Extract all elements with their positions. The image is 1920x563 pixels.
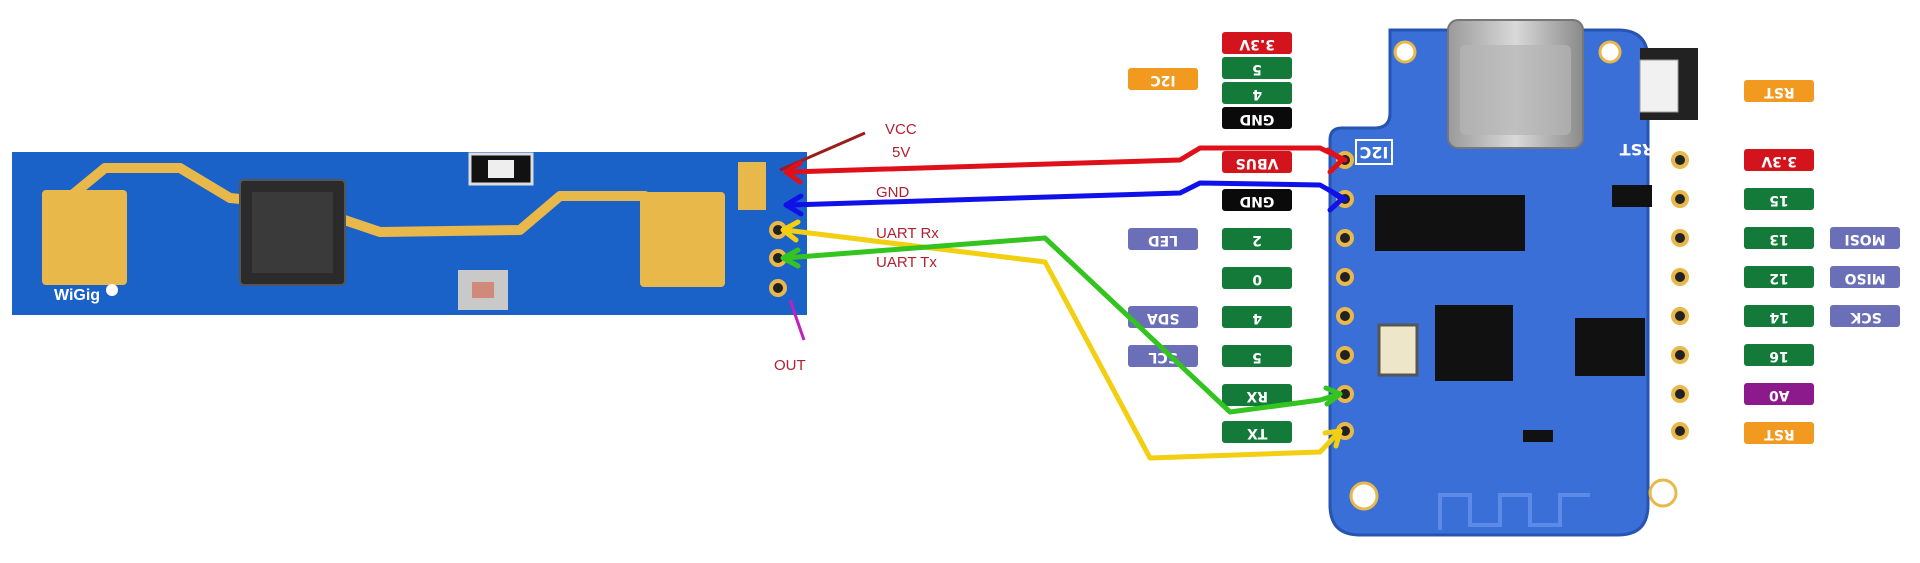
wire-rx-arrow-left: [780, 219, 801, 243]
i2c-group-label: I2C: [1150, 72, 1175, 88]
left-pin-5: 5: [1252, 349, 1262, 365]
mount-hole-right: [1648, 478, 1678, 508]
wire-tx-rx: [782, 235, 1343, 415]
right-top-rst: RST: [1764, 84, 1795, 100]
radar-pin-labels: VCC 5V GND UART Rx UART Tx OUT: [774, 121, 939, 374]
right-pin-14: 14: [1769, 309, 1789, 325]
out-label: OUT: [774, 357, 806, 374]
left-header-labels: VBUS GND 2 0 4 5 RX TX LED SDA SCL: [1128, 151, 1292, 443]
func-sck: SCK: [1849, 309, 1881, 325]
pcb-antenna: [1438, 493, 1590, 530]
mount-hole-left: [1349, 481, 1379, 511]
func-led: LED: [1148, 232, 1178, 248]
left-pin-0: 0: [1252, 271, 1262, 287]
top-pin-3v3: 3.3V: [1239, 36, 1275, 52]
right-pin-15: 15: [1769, 192, 1788, 208]
usb-serial-chip: [1375, 195, 1525, 251]
right-pin-13: 13: [1769, 231, 1788, 247]
vcc-pad: [738, 162, 766, 210]
top-pin-gnd: GND: [1240, 111, 1275, 127]
right-header-holes: [1671, 151, 1689, 440]
func-miso: MISO: [1844, 270, 1885, 286]
right-pin-3v3: 3.3V: [1761, 153, 1797, 169]
silk-i2c: I2C: [1360, 143, 1389, 162]
out-pointer: [788, 299, 806, 341]
d1-mini-board: I2C RST: [1328, 19, 1698, 537]
radar-module: WiGig: [12, 152, 807, 315]
right-pin-rst: RST: [1764, 426, 1795, 442]
regulator: [1612, 185, 1652, 207]
smd-small-1: [1523, 430, 1553, 442]
left-pin-2: 2: [1252, 232, 1262, 248]
wire-gnd-arrow-left: [783, 193, 804, 217]
uart-tx-label: UART Tx: [876, 254, 937, 271]
wire-rx-arrow-right: [1322, 428, 1343, 449]
left-pin-rx: RX: [1246, 388, 1268, 404]
vcc-pointer: [779, 131, 866, 172]
wire-gnd-arrow-right: [1326, 187, 1345, 213]
wires: [780, 145, 1348, 461]
wire-rx-tx: [782, 227, 1343, 461]
wire-vcc-arrow-left: [783, 160, 803, 185]
left-pin-vbus: VBUS: [1236, 155, 1279, 171]
top-pin-4: 4: [1252, 86, 1262, 102]
vcc-label: VCC: [885, 121, 917, 138]
crystal: [1377, 323, 1419, 377]
func-sda: SDA: [1147, 310, 1180, 326]
wire-vcc-arrow-right: [1325, 147, 1345, 175]
top-header-labels: 3.3V 5 4 GND I2C: [1128, 32, 1292, 129]
left-pin-tx: TX: [1247, 425, 1268, 441]
vcc-voltage-label: 5V: [892, 144, 910, 161]
wire-tx-arrow-right: [1323, 385, 1343, 407]
left-pin-4: 4: [1252, 310, 1262, 326]
wigig-logo: WiGig: [54, 287, 100, 304]
wire-tx-arrow-left: [780, 247, 801, 269]
right-pin-12: 12: [1769, 270, 1788, 286]
left-pin-gnd: GND: [1240, 193, 1275, 209]
right-pin-16: 16: [1769, 348, 1788, 364]
func-mosi: MOSI: [1844, 231, 1885, 247]
right-header-labels: RST 3.3V 15 13 12 14 16 A0 RST MOSI MISO…: [1744, 80, 1900, 444]
gnd-label: GND: [876, 184, 910, 201]
silk-i2c-box: [1355, 139, 1393, 165]
right-pin-a0: A0: [1769, 387, 1790, 403]
top-pin-5: 5: [1252, 61, 1262, 77]
antenna-pad-right: [640, 192, 725, 287]
flash-chip: [1575, 318, 1645, 376]
uart-rx-label: UART Rx: [876, 225, 939, 242]
wigig-logo-dot: [106, 284, 118, 296]
antenna-pad-left: [42, 190, 127, 285]
esp-chip: [1435, 305, 1513, 381]
pin-pad-out: [769, 279, 787, 297]
silk-rst: RST: [1620, 140, 1655, 159]
